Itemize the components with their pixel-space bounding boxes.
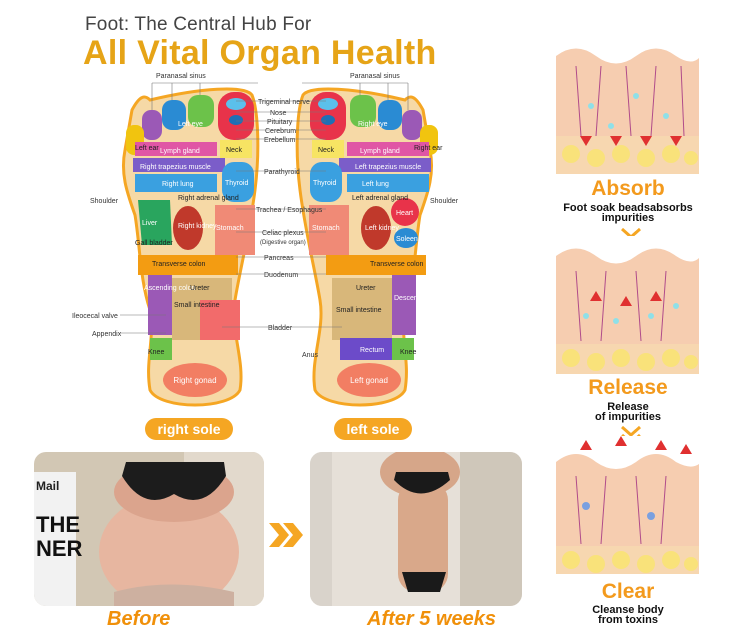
subtitle: Foot: The Central Hub For xyxy=(85,14,312,35)
after-image xyxy=(310,452,522,606)
label-heart: Heart xyxy=(396,210,413,217)
right-gonad-label: Right gonad xyxy=(173,376,216,385)
label-left-trapezius: Left trapezius muscle xyxy=(355,164,421,171)
label-neck-l: Neck xyxy=(318,147,334,154)
foot-reflexology-chart: Right gonad Left ear Left eye Lymph glan… xyxy=(72,73,459,407)
label-trachea: Trachea / Esophagus xyxy=(256,207,323,214)
label-erebellum: Erebellum xyxy=(264,137,296,144)
label-cerebrum: Cerebrum xyxy=(265,128,296,135)
label-celiac-plexus: Celiac plexus xyxy=(262,230,304,237)
before-photo: Mail THE NER xyxy=(34,452,264,606)
label-neck-r: Neck xyxy=(226,147,242,154)
label-left-ear: Left ear xyxy=(135,145,159,152)
stage-clear-desc-1: Cleanse body xyxy=(592,604,664,616)
label-rectum: Rectum xyxy=(360,347,384,354)
label-paranasal-sinus-l: Paranasal sinus xyxy=(350,73,400,80)
stage-absorb-desc-1: Foot soak beadsabsorbs xyxy=(563,202,693,214)
stage-release-title: Release xyxy=(588,376,668,399)
label-anus: Anus xyxy=(302,352,318,359)
progress-arrow-icon xyxy=(269,523,303,547)
left-gonad-label: Left gonad xyxy=(350,376,388,385)
label-ileocecal-valve: Ileocecal valve xyxy=(72,313,118,320)
right-sole-badge: right sole xyxy=(145,418,233,440)
label-small-intestine-r: Small intestine xyxy=(174,302,220,309)
label-shoulder-l: Shoulder xyxy=(430,198,459,205)
label-right-eye: Right eye xyxy=(358,121,388,128)
label-right-ear: Right ear xyxy=(414,145,443,152)
newspaper-masthead: Mail xyxy=(36,479,59,493)
before-image: Mail THE NER xyxy=(34,452,264,606)
label-small-intestine-l: Small intestine xyxy=(336,307,382,314)
before-caption: Before xyxy=(107,608,171,630)
label-gall-bladder: Gall bladder xyxy=(135,240,173,247)
right-sole: Right gonad Left ear Left eye Lymph glan… xyxy=(121,87,260,407)
label-right-lung: Right lung xyxy=(162,181,194,188)
label-descending-colon: Descending colon xyxy=(394,295,450,302)
left-sole: Left gonad Right eye Right ear Neck Thyr… xyxy=(295,87,450,407)
label-parathyroid: Parathyroid xyxy=(264,169,300,176)
stage-release-desc-2: of impurities xyxy=(594,411,661,423)
stage-clear-title: Clear xyxy=(601,580,655,603)
label-right-kidney: Right kidney xyxy=(178,223,217,230)
label-pancreas: Pancreas xyxy=(264,255,294,262)
newspaper-headline-1: THE xyxy=(36,512,80,537)
label-left-adrenal: Left adrenal gland xyxy=(352,195,408,202)
stage-absorb-title: Absorb xyxy=(591,177,665,200)
after-photo xyxy=(310,452,522,606)
label-thyroid-l: Thyroid xyxy=(313,180,336,187)
label-duodenum: Duodenum xyxy=(264,272,298,279)
stage-clear-desc-2: from toxins xyxy=(598,614,658,626)
label-soleen: Soleen xyxy=(396,236,418,243)
leader-lines xyxy=(120,82,409,334)
label-left-eye: Left eye xyxy=(178,121,203,128)
label-nose: Nose xyxy=(270,110,286,117)
label-lymph-gland-r: Lymph gland xyxy=(160,148,200,155)
stage-release-desc-1: Release xyxy=(607,401,649,413)
release-skin-illustration xyxy=(556,236,699,374)
label-transverse-colon-r: Transverse colon xyxy=(152,261,206,268)
label-left-kidney: Left kidney xyxy=(365,225,399,232)
label-trigeminal-nerve: Trigeminal nerve xyxy=(258,99,310,106)
label-thyroid-r: Thyroid xyxy=(225,180,248,187)
label-paranasal-sinus-r: Paranasal sinus xyxy=(156,73,206,80)
stage-absorb-desc-2: impurities xyxy=(601,212,655,224)
label-ureter-l: Ureter xyxy=(356,285,376,292)
label-shoulder-r: Shoulder xyxy=(90,198,119,205)
label-transverse-colon-l: Transverse colon xyxy=(370,261,424,268)
label-left-lung: Left lung xyxy=(362,181,389,188)
absorb-skin-illustration xyxy=(556,36,699,174)
label-lymph-gland-l: Lymph gland xyxy=(360,148,400,155)
clear-skin-illustration xyxy=(556,436,699,574)
label-right-adrenal: Right adrenal gland xyxy=(178,195,239,202)
after-caption: After 5 weeks xyxy=(367,608,496,630)
label-liver: Liver xyxy=(142,220,158,227)
page-title: All Vital Organ Health xyxy=(83,34,437,72)
label-ureter-r: Ureter xyxy=(190,285,210,292)
left-sole-badge: left sole xyxy=(334,418,412,440)
label-stomach-r: Stomach xyxy=(216,225,244,232)
label-knee-r: Knee xyxy=(148,349,164,356)
label-right-trapezius: Right trapezius muscle xyxy=(140,164,211,171)
label-digestive-organ: (Digestive organ) xyxy=(260,240,306,246)
label-appendix: Appendix xyxy=(92,331,122,338)
label-bladder: Bladder xyxy=(268,325,293,332)
label-pituitary: Pituitary xyxy=(267,119,293,126)
label-knee-l: Knee xyxy=(400,349,416,356)
label-ascending-colon: Ascending colon xyxy=(144,285,195,292)
label-stomach-l: Stomach xyxy=(312,225,340,232)
newspaper-headline-2: NER xyxy=(36,536,83,561)
